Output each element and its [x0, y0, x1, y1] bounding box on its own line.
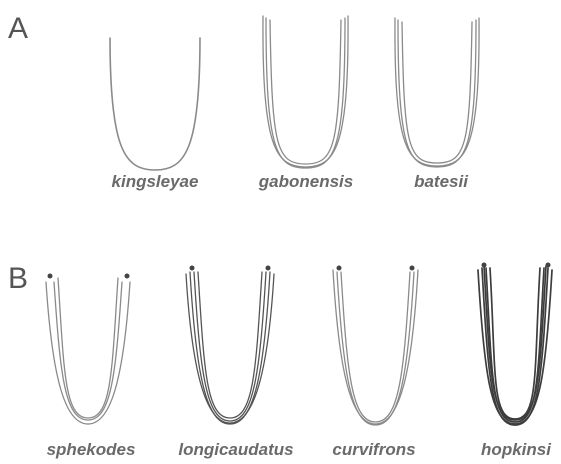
taxon-label-curvifrons: curvifrons	[332, 440, 415, 460]
curvifrons-outline-stroke	[333, 270, 418, 424]
longicaudatus-outline	[186, 272, 274, 424]
taxon-label-hopkinsi: hopkinsi	[481, 440, 551, 460]
curvifrons-outline-stroke	[337, 272, 414, 425]
batesii-outline-stroke	[402, 22, 472, 163]
outline-tip-marker	[266, 266, 271, 271]
outline-tip-marker	[337, 266, 342, 271]
hopkinsi-outline-stroke	[490, 268, 540, 419]
longicaudatus-outline-stroke	[190, 272, 270, 424]
taxon-label-batesii: batesii	[414, 172, 468, 192]
hopkinsi-outline	[478, 266, 552, 425]
curvifrons-outline	[333, 270, 418, 425]
gabonensis-outline-stroke	[266, 18, 345, 168]
longicaudatus-outline-stroke	[198, 272, 262, 418]
gabonensis-outline-stroke	[270, 20, 341, 164]
batesii-outline-stroke	[398, 20, 476, 167]
outline-tip-marker	[125, 274, 130, 279]
outline-tip-marker	[410, 266, 415, 271]
taxon-label-sphekodes: sphekodes	[47, 440, 136, 460]
kingsleyae-outline-stroke	[110, 38, 200, 170]
outline-tip-marker	[546, 263, 551, 268]
taxon-label-kingsleyae: kingsleyae	[112, 172, 199, 192]
gabonensis-outline	[263, 16, 348, 168]
outline-tip-marker	[48, 274, 53, 279]
sphekodes-outline-stroke	[46, 282, 130, 424]
outline-tip-marker	[190, 266, 195, 271]
outline-tip-marker	[482, 263, 487, 268]
kingsleyae-outline	[110, 38, 200, 170]
sphekodes-outline	[46, 278, 130, 424]
taxon-label-longicaudatus: longicaudatus	[178, 440, 293, 460]
batesii-outline	[395, 18, 479, 167]
longicaudatus-outline-stroke	[194, 272, 266, 421]
taxon-label-gabonensis: gabonensis	[259, 172, 353, 192]
